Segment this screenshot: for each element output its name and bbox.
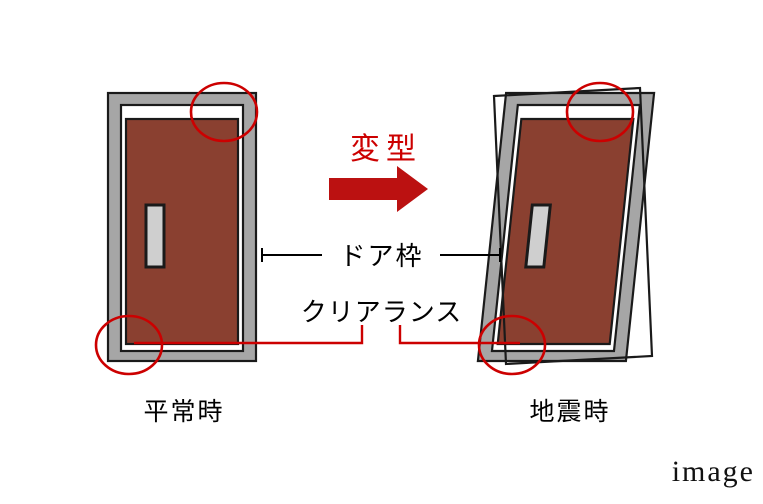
deformation-arrow-icon [329, 166, 428, 212]
right-door-handle-icon [524, 203, 552, 269]
door-frame-label: ドア枠 [339, 241, 424, 271]
right-door-reference-outline [492, 86, 654, 366]
image-watermark: image [671, 455, 755, 488]
deformation-label: 変型 [350, 133, 422, 166]
right-door-leaf [496, 117, 635, 346]
right-top-clearance-highlight-circle [565, 81, 635, 143]
left-door-assembly [94, 81, 259, 376]
left-door-handle-icon [144, 203, 166, 269]
clearance-leader-left [134, 325, 364, 345]
right-door-racked-outline [492, 86, 654, 366]
left-panel-caption: 平常時 [143, 398, 225, 426]
right-door-assembly [476, 91, 656, 363]
right-panel-caption: 地震時 [529, 398, 611, 426]
clearance-leader-right [398, 325, 520, 345]
left-top-clearance-highlight-circle [189, 81, 259, 143]
right-bottom-clearance-highlight-circle [477, 314, 547, 376]
left-bottom-clearance-highlight-circle [94, 314, 164, 376]
clearance-label: クリアランス [300, 297, 463, 327]
